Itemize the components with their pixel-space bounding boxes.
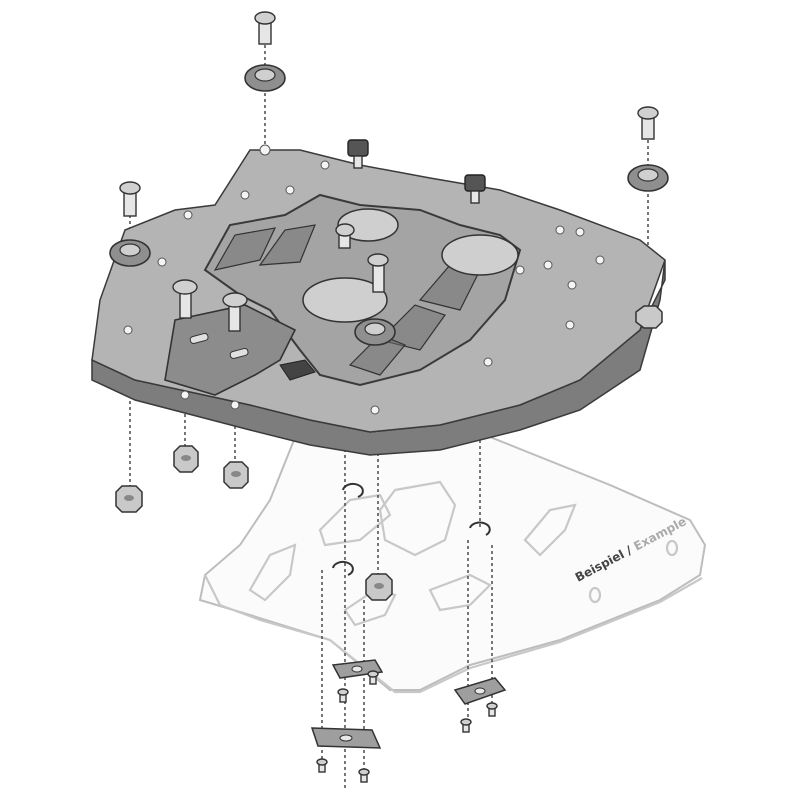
rack-slot (378, 480, 457, 557)
lock-clip-2 (332, 561, 354, 576)
rack-slot (428, 573, 492, 612)
rubber-bushing-2 (627, 164, 669, 192)
clamp-plate-3 (310, 727, 382, 749)
lock-clip-1 (342, 483, 364, 498)
rack-slot (523, 503, 577, 557)
hex-nut-3 (115, 485, 143, 513)
rubber-bushing-4 (354, 318, 396, 346)
knob-screw-1 (347, 139, 369, 169)
rubber-bushing-1 (244, 64, 286, 92)
hex-nut-2 (223, 461, 249, 489)
hex-nut-1 (173, 445, 199, 473)
rack-slot (248, 543, 297, 602)
small-screw (460, 718, 472, 733)
hex-nut-4 (365, 573, 393, 601)
small-screw (367, 670, 379, 685)
screw-bracket-1 (172, 279, 198, 319)
rubber-bushing-3 (109, 239, 151, 267)
small-screw (486, 702, 498, 717)
cradle-recess (441, 234, 519, 276)
lock-clip-3 (469, 521, 491, 536)
small-screw (358, 768, 370, 783)
small-screw (316, 758, 328, 773)
screw-top-left (254, 11, 276, 45)
top-plate (91, 144, 666, 456)
screw-bracket-2 (222, 292, 248, 332)
cradle-recess (302, 277, 388, 323)
rack-slot (318, 493, 392, 547)
rack-hole (588, 586, 602, 604)
rack-hole (665, 539, 679, 557)
screw-top-right (637, 106, 659, 140)
hex-nut-right (635, 305, 663, 329)
mounting-bracket (164, 304, 316, 396)
screw-center-2 (367, 253, 389, 293)
mounting-rack: Beispiel / Example (198, 408, 707, 694)
spring-clip (279, 359, 316, 381)
screw-left (119, 181, 141, 217)
knob-screw-2 (464, 174, 486, 204)
small-screw (337, 688, 349, 703)
screw-center-1 (335, 223, 355, 249)
clamp-plate-2 (453, 677, 507, 705)
